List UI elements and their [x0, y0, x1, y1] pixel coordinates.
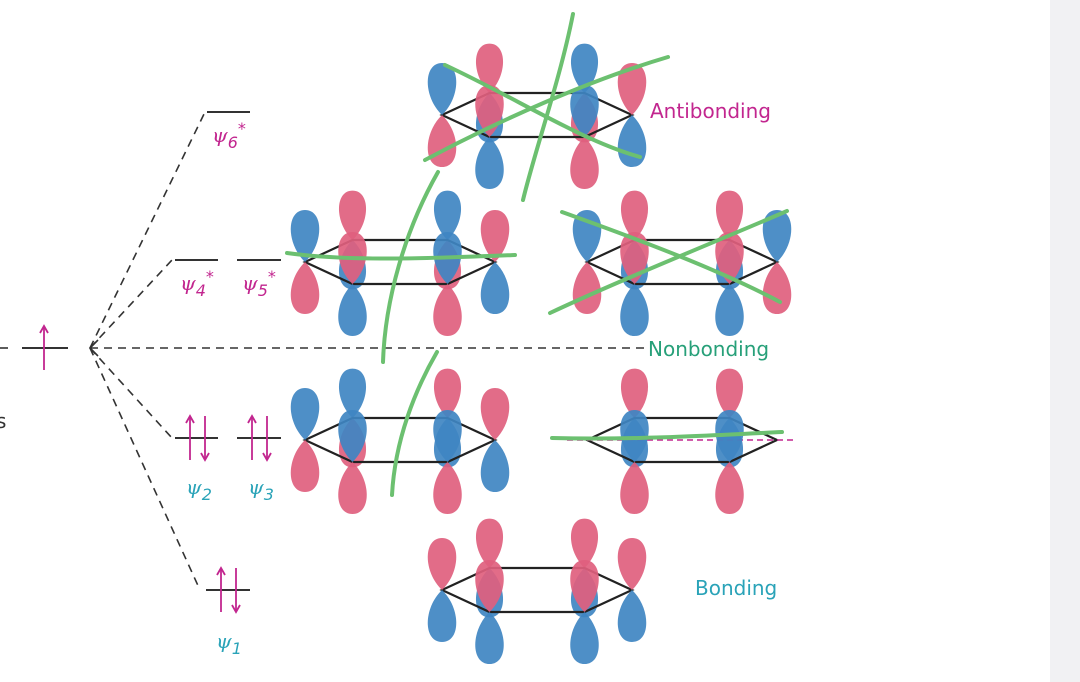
label-psi1: ψ1 — [216, 629, 242, 658]
p-orbital-lobe — [570, 518, 599, 568]
p-orbital-lobe — [338, 190, 367, 240]
p-orbital-lobe — [480, 440, 510, 492]
p-orbital-lobe — [433, 284, 462, 336]
orbital-psi5 — [572, 190, 792, 336]
label-psi3: ψ3 — [248, 475, 274, 504]
p-orbital-lobe — [433, 410, 462, 462]
p-orbital-lobe — [427, 538, 457, 590]
dash-to-psi6 — [89, 111, 206, 349]
bonding-label: Bonding — [695, 576, 777, 600]
p-orbital-lobe — [715, 232, 744, 284]
p-orbital-lobe — [480, 262, 510, 314]
p-orbital-lobe — [617, 590, 647, 642]
benzene-ring — [584, 238, 780, 286]
p-orbital-lobe — [715, 368, 744, 418]
green-strike-line — [423, 55, 670, 162]
green-strike-line — [285, 251, 517, 261]
side-panel — [1050, 0, 1080, 682]
p-orbital-lobe — [617, 538, 647, 590]
orbital-psi6 — [427, 43, 647, 189]
orbital-psi3 — [567, 368, 797, 514]
p-orbital-lobe — [427, 115, 457, 167]
arrowhead — [39, 324, 49, 334]
p-orbital-lobe — [290, 388, 320, 440]
p-orbital-lobe — [620, 462, 649, 514]
benzene-ring — [439, 91, 635, 139]
p-orbital-lobe — [338, 410, 367, 462]
p-orbital-lobe — [620, 368, 649, 418]
p-orbital-lobe — [617, 115, 647, 167]
green-strike-line — [550, 430, 784, 441]
p-orbital-lobe — [338, 462, 367, 514]
label-psi5: ψ5* — [242, 267, 276, 300]
p-orbital-lobe — [475, 137, 504, 189]
p-orbital-lobe — [475, 518, 504, 568]
p-orbital-lobe — [570, 137, 599, 189]
green-strike-line — [381, 170, 440, 364]
nonbonding-label: Nonbonding — [648, 337, 769, 361]
handwritten-strikethroughs — [285, 12, 789, 497]
p-orbital-lobe — [338, 368, 367, 418]
arrowhead — [262, 452, 272, 462]
orbital-psi2 — [290, 368, 510, 514]
p-orbital-lobe — [620, 190, 649, 240]
label-psi2: ψ2 — [186, 475, 212, 504]
benzene-ring — [439, 566, 635, 614]
arrowhead — [185, 414, 195, 424]
p-orbital-lobe — [290, 440, 320, 492]
dash-to-psi1 — [89, 347, 201, 591]
green-strike-line — [548, 209, 789, 315]
p-orbital-lobe — [715, 190, 744, 240]
antibonding-label: Antibonding — [650, 99, 771, 123]
p-orbital-lobe — [617, 63, 647, 115]
p-orbital-lobe — [620, 284, 649, 336]
convergence-arrowhead-icon — [88, 339, 99, 357]
green-strike-line — [521, 12, 575, 202]
orbital-drawings — [290, 43, 797, 664]
left-fragment-text: s — [0, 409, 6, 433]
p-orbital-lobe — [570, 560, 599, 612]
label-psi6: ψ6* — [212, 119, 246, 152]
p-orbital-lobe — [762, 262, 792, 314]
green-strike-line — [443, 63, 642, 159]
p-orbital-lobe — [427, 63, 457, 115]
p-orbital-lobe — [475, 560, 504, 612]
dash-to-psi4 — [89, 259, 173, 349]
arrowhead — [200, 452, 210, 462]
p-orbital-lobe — [433, 462, 462, 514]
label-psi4: ψ4* — [180, 267, 214, 300]
electrons — [39, 324, 272, 614]
p-orbital-lobe — [433, 368, 462, 418]
p-orbital-lobe — [572, 262, 602, 314]
p-orbital-lobe — [338, 284, 367, 336]
p-orbital-lobe — [290, 210, 320, 262]
p-orbital-lobe — [433, 190, 462, 240]
p-orbital-lobe — [570, 612, 599, 664]
p-orbital-lobe — [480, 210, 510, 262]
p-orbital-lobe — [290, 262, 320, 314]
p-orbital-lobe — [762, 210, 792, 262]
p-orbital-lobe — [715, 284, 744, 336]
p-orbital-lobe — [475, 43, 504, 93]
arrowhead — [247, 414, 257, 424]
green-strike-line — [390, 350, 439, 497]
dash-to-psi2 — [89, 347, 173, 439]
energy-levels — [22, 111, 281, 591]
correlation-lines — [0, 111, 650, 591]
p-orbital-lobe — [570, 43, 599, 93]
p-orbital-lobe — [480, 388, 510, 440]
p-orbital-lobe — [475, 612, 504, 664]
arrowhead — [216, 566, 226, 576]
arrowhead — [231, 604, 241, 614]
p-orbital-lobe — [715, 462, 744, 514]
p-orbital-lobe — [620, 410, 649, 462]
p-orbital-lobe — [427, 590, 457, 642]
p-orbital-lobe — [570, 85, 599, 137]
orbital-psi4 — [290, 190, 510, 336]
orbital-psi1 — [427, 518, 647, 664]
